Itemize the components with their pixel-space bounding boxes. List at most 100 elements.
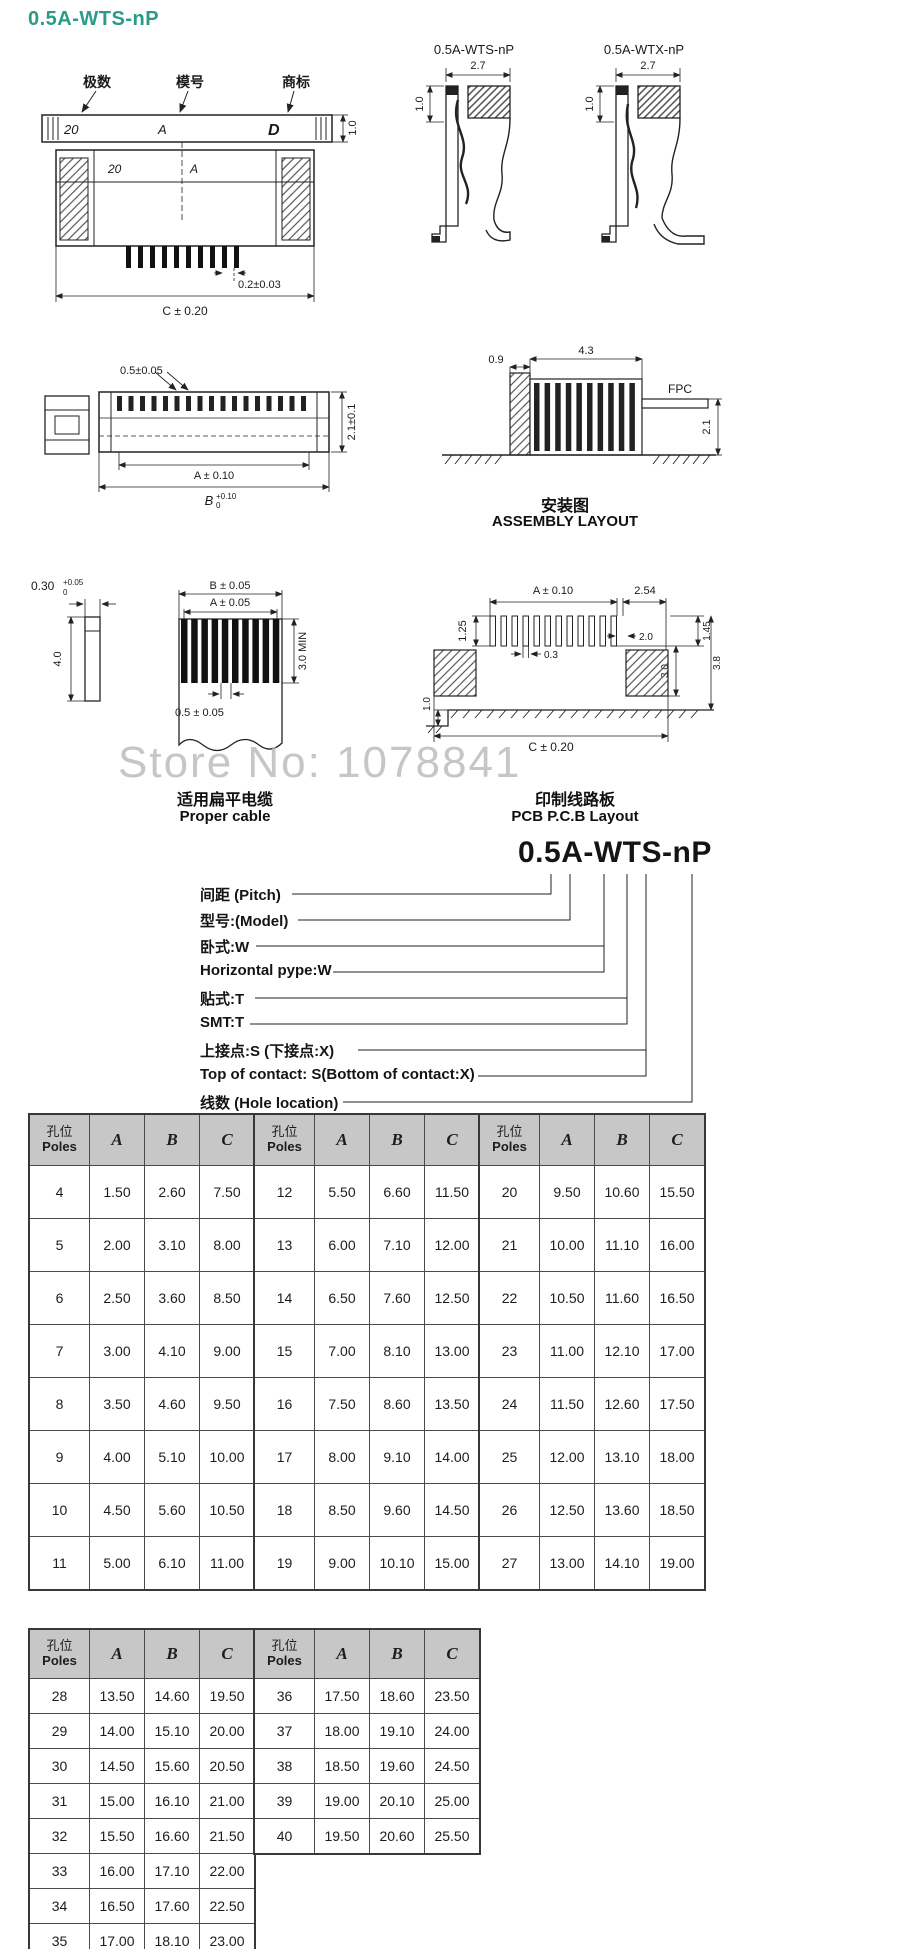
fpc-ribbon: [641, 398, 709, 409]
table-cell: 9: [28, 1430, 90, 1484]
col-header-b: B: [144, 1113, 200, 1166]
actuator-cap: [637, 85, 681, 119]
dim-label-height: 1.0: [347, 120, 359, 135]
table-cell: 15.10: [144, 1713, 200, 1749]
col-header-c: C: [649, 1113, 706, 1166]
col-header-poles-zh: 孔位: [271, 1638, 298, 1654]
table-cell: 18.10: [144, 1923, 200, 1949]
table-cell: 19.60: [369, 1748, 425, 1784]
table-cell: 20.10: [369, 1783, 425, 1819]
col-header-poles: 孔位 Poles: [253, 1628, 315, 1679]
dim-label-height: 1.0: [414, 96, 426, 111]
dim-label-len: 4.3: [578, 345, 593, 357]
table-cell: 3.00: [89, 1324, 145, 1378]
table-cell: 13.50: [424, 1377, 481, 1431]
table-cell: 18.50: [314, 1748, 370, 1784]
table-cell: 36: [253, 1678, 315, 1714]
dim-label-thickness: 0.30: [31, 579, 55, 593]
end-cap-piece: [44, 395, 90, 455]
contact-pins: [126, 246, 239, 268]
table-cell: 18.00: [314, 1713, 370, 1749]
table-cell: 33: [28, 1853, 90, 1889]
solder-pads: [489, 615, 617, 647]
table-header-row: 孔位 Poles A B C: [28, 1628, 256, 1679]
table-cell: 7.50: [199, 1165, 256, 1219]
housing-wall: [615, 85, 629, 227]
table-cell: 10.00: [539, 1218, 595, 1272]
table-cell: 12.50: [424, 1271, 481, 1325]
table-cell: 14.60: [144, 1678, 200, 1714]
table-cell: 25.00: [424, 1783, 481, 1819]
dim-label-len: 4.0: [52, 651, 64, 666]
table-cell: 40: [253, 1818, 315, 1855]
connector-section-bars: [534, 383, 635, 451]
table-cell: 7: [28, 1324, 90, 1378]
table-cell: 4.50: [89, 1483, 145, 1537]
table-cell: 27: [478, 1536, 540, 1591]
col-header-c: C: [424, 1628, 481, 1679]
table-cell: 28: [28, 1678, 90, 1714]
dim-label-pitch: 0.5 ± 0.05: [175, 707, 224, 719]
table-cell: 10.60: [594, 1165, 650, 1219]
table-cell: 10.50: [199, 1483, 256, 1537]
table-cell: 21.50: [199, 1818, 256, 1854]
table-cell: 11: [28, 1536, 90, 1591]
table-cell: 17.50: [649, 1377, 706, 1431]
table-header-row: 孔位 Poles A B C: [28, 1113, 256, 1166]
table-cell: 1.50: [89, 1165, 145, 1219]
cable-caption-en: Proper cable: [179, 808, 271, 825]
dim-label-thickness-sup: +0.05: [63, 578, 84, 587]
dim-label-254: 2.54: [634, 585, 655, 597]
table-cell: 9.50: [199, 1377, 256, 1431]
pn-label-contact-en: Top of contact: S(Bottom of contact:X): [200, 1066, 475, 1083]
table-cell: 5.10: [144, 1430, 200, 1484]
assembly-layout-drawing: 4.3 0.9 FPC: [442, 345, 722, 465]
table-cell: 4.00: [89, 1430, 145, 1484]
table-cell: 11.60: [594, 1271, 650, 1325]
col-header-a: A: [539, 1113, 595, 1166]
table-cell: 12.10: [594, 1324, 650, 1378]
col-header-poles: 孔位 Poles: [253, 1113, 315, 1166]
connector-body: [55, 149, 315, 247]
table-cell: 13.00: [424, 1324, 481, 1378]
col-header-poles-zh: 孔位: [496, 1124, 523, 1140]
solder-tail: [653, 217, 705, 245]
retention-tab: [509, 372, 531, 456]
col-header-poles-en: Poles: [42, 1139, 77, 1154]
col-header-a: A: [314, 1113, 370, 1166]
table-cell: 13.50: [89, 1678, 145, 1714]
table-cell: 14.50: [424, 1483, 481, 1537]
col-header-poles-en: Poles: [267, 1139, 302, 1154]
table-cell: 15.00: [424, 1536, 481, 1591]
part-number-title: 0.5A-WTS-nP: [518, 836, 712, 869]
col-header-poles: 孔位 Poles: [28, 1113, 90, 1166]
table-cell: 6.60: [369, 1165, 425, 1219]
col-header-poles: 孔位 Poles: [28, 1628, 90, 1679]
table-cell: 15.00: [89, 1783, 145, 1819]
dim-label-thickness-sub: 0: [63, 588, 68, 597]
table-cell: 19.50: [314, 1818, 370, 1855]
table-cell: 13: [253, 1218, 315, 1272]
brand-logo-glyph: D: [268, 122, 280, 139]
table-cell: 19.10: [369, 1713, 425, 1749]
table-cell: 15: [253, 1324, 315, 1378]
board-edge: [426, 709, 714, 727]
actuator-strip: [41, 114, 333, 143]
table-cell: 8.00: [314, 1430, 370, 1484]
table-cell: 19.00: [314, 1783, 370, 1819]
